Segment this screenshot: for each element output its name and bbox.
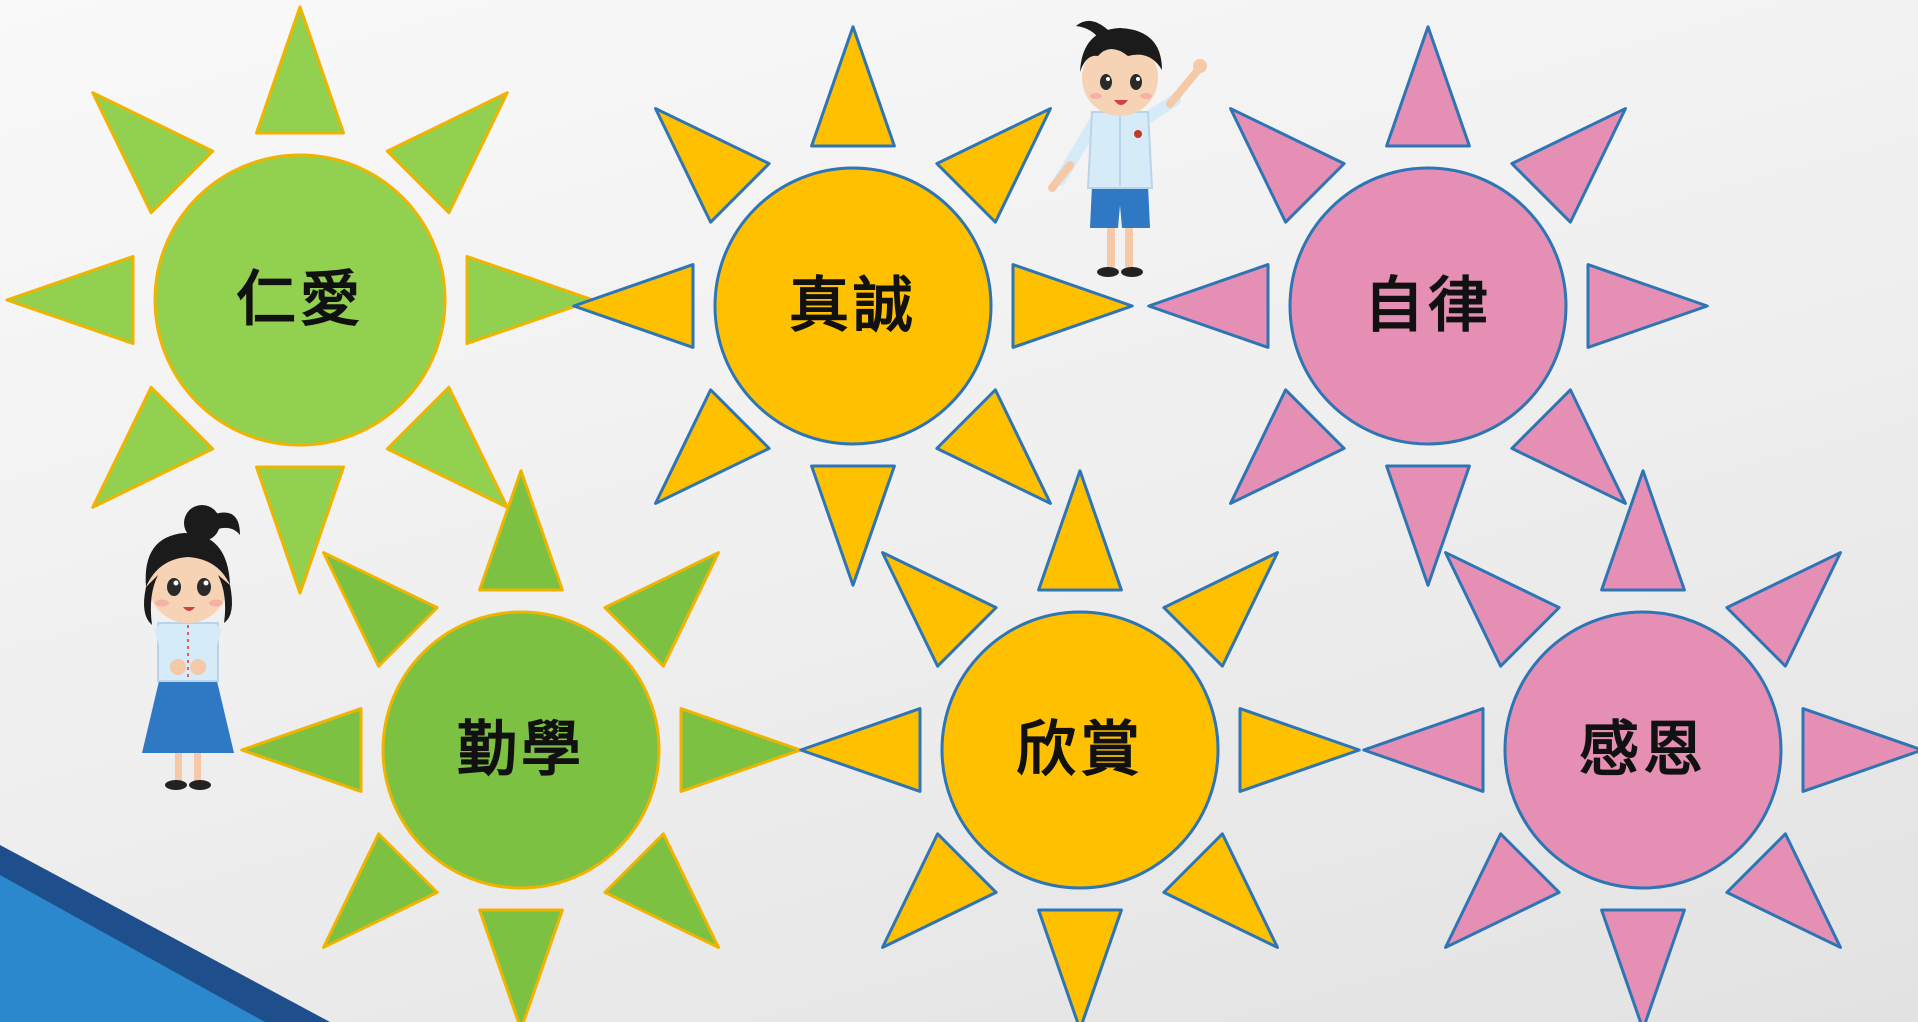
- sun-ray: [603, 832, 720, 949]
- sun-ray: [1162, 832, 1279, 949]
- sun-ray: [1586, 263, 1709, 349]
- sun-ray: [1385, 25, 1471, 148]
- sun-ray: [255, 5, 345, 135]
- sun-self-discipline: 自律: [1147, 25, 1709, 587]
- sun-ray: [91, 385, 215, 509]
- sun-rays: [572, 25, 1134, 587]
- sun-ray: [322, 832, 439, 949]
- sun-ray: [1162, 551, 1279, 668]
- sun-ray: [1147, 263, 1270, 349]
- sun-diligence: 勤學: [240, 469, 802, 1022]
- sun-ray: [1229, 107, 1346, 224]
- sun-ray: [465, 255, 595, 345]
- sun-disc: [153, 153, 447, 447]
- sun-ray: [810, 25, 896, 148]
- sun-ray: [1600, 908, 1686, 1022]
- sun-label: 欣賞: [1016, 715, 1144, 785]
- sun-ray: [654, 388, 771, 505]
- sun-ray: [1600, 469, 1686, 592]
- sun-ray: [240, 707, 363, 793]
- sun-ray: [255, 465, 345, 595]
- sun-label: 感恩: [1579, 715, 1707, 785]
- sun-label: 仁愛: [236, 265, 364, 335]
- sun-ray: [478, 469, 564, 592]
- sun-ray: [935, 388, 1052, 505]
- corner-decoration: [0, 845, 330, 1022]
- boy-student-illustration: [1048, 20, 1207, 277]
- sun-benevolence: 仁愛: [5, 5, 595, 595]
- sun-ray: [385, 91, 509, 215]
- sun-ray: [5, 255, 135, 345]
- sun-ray: [1725, 551, 1842, 668]
- sun-ray: [1725, 832, 1842, 949]
- girl-student-illustration: [142, 505, 240, 790]
- sun-ray: [1011, 263, 1134, 349]
- sun-rays: [5, 5, 595, 595]
- sun-ray: [1444, 832, 1561, 949]
- sun-disc: [713, 166, 993, 446]
- sun-label: 真誠: [789, 271, 917, 341]
- sun-ray: [799, 707, 922, 793]
- sun-rays: [1147, 25, 1709, 587]
- sun-ray: [385, 385, 509, 509]
- sun-rays: [240, 469, 802, 1022]
- sun-ray: [572, 263, 695, 349]
- sun-ray: [603, 551, 720, 668]
- sun-ray: [1444, 551, 1561, 668]
- sun-ray: [1229, 388, 1346, 505]
- sun-ray: [1238, 707, 1361, 793]
- corner-stripe-light: [0, 875, 265, 1022]
- sun-ray: [1510, 388, 1627, 505]
- sun-ray: [322, 551, 439, 668]
- sun-ray: [654, 107, 771, 224]
- sun-ray: [1037, 469, 1123, 592]
- sun-sincerity: 真誠: [572, 25, 1134, 587]
- sun-ray: [1037, 908, 1123, 1022]
- sun-ray: [810, 464, 896, 587]
- sun-disc: [940, 610, 1220, 890]
- sun-label: 自律: [1364, 271, 1492, 341]
- sun-rays: [799, 469, 1361, 1022]
- sun-ray: [91, 91, 215, 215]
- sun-label: 勤學: [457, 715, 585, 785]
- sun-gratitude: 感恩: [1362, 469, 1918, 1022]
- sun-ray: [935, 107, 1052, 224]
- sun-rays: [1362, 469, 1918, 1022]
- sun-disc: [1288, 166, 1568, 446]
- sun-disc: [381, 610, 661, 890]
- sun-ray: [1801, 707, 1918, 793]
- sun-disc: [1503, 610, 1783, 890]
- sun-ray: [881, 551, 998, 668]
- sun-appreciation: 欣賞: [799, 469, 1361, 1022]
- sun-ray: [1510, 107, 1627, 224]
- sun-ray: [679, 707, 802, 793]
- sun-ray: [478, 908, 564, 1022]
- sun-ray: [1362, 707, 1485, 793]
- sun-ray: [1385, 464, 1471, 587]
- sun-ray: [881, 832, 998, 949]
